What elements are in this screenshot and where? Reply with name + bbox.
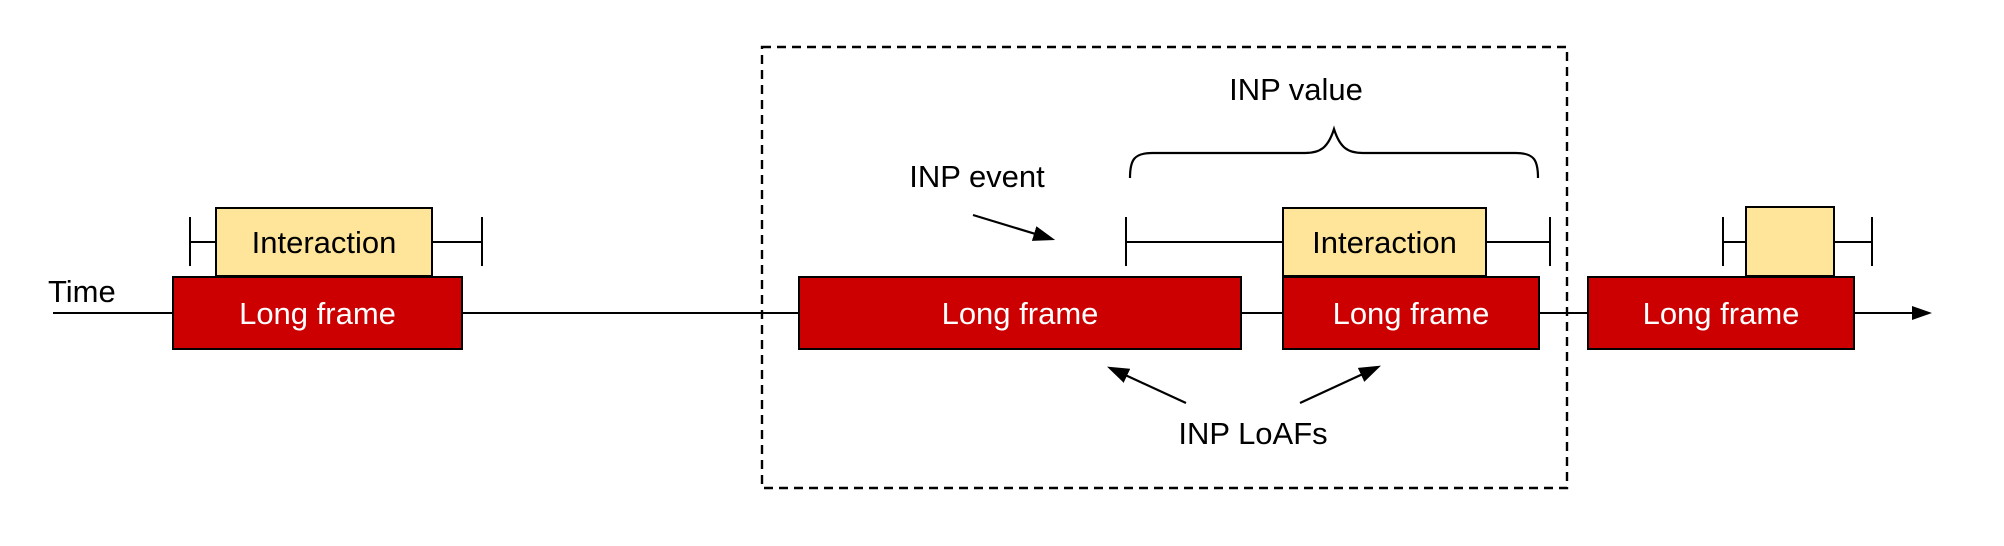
- inp-event-arrow: [972, 213, 1056, 241]
- long-frame-box-3: Long frame: [1282, 276, 1540, 350]
- inp-window-dashed-outline: [760, 45, 1569, 490]
- inp-event-label: INP event: [909, 159, 1045, 194]
- inp-value-brace: [1128, 125, 1540, 179]
- long-frame-1-label: Long frame: [239, 295, 396, 331]
- inp-loaf-arrow-right: [1299, 365, 1381, 404]
- interaction-box-3: [1745, 206, 1835, 277]
- time-axis-label: Time: [48, 274, 116, 309]
- long-frame-box-2: Long frame: [798, 276, 1242, 350]
- interaction-box-1: Interaction: [215, 207, 433, 277]
- long-frame-box-4: Long frame: [1587, 276, 1855, 350]
- inp-loafs-label: INP LoAFs: [1178, 416, 1328, 451]
- long-frame-4-label: Long frame: [1642, 295, 1800, 331]
- long-frame-2-label: Long frame: [941, 295, 1099, 331]
- interaction-2-label: Interaction: [1312, 224, 1457, 260]
- inp-loaf-arrow-left: [1107, 366, 1187, 404]
- inp-value-label: INP value: [1229, 72, 1363, 107]
- interaction-box-2: Interaction: [1282, 207, 1487, 277]
- interaction-1-label: Interaction: [251, 224, 397, 260]
- long-frame-box-1: Long frame: [172, 276, 463, 350]
- long-frame-3-label: Long frame: [1332, 295, 1490, 331]
